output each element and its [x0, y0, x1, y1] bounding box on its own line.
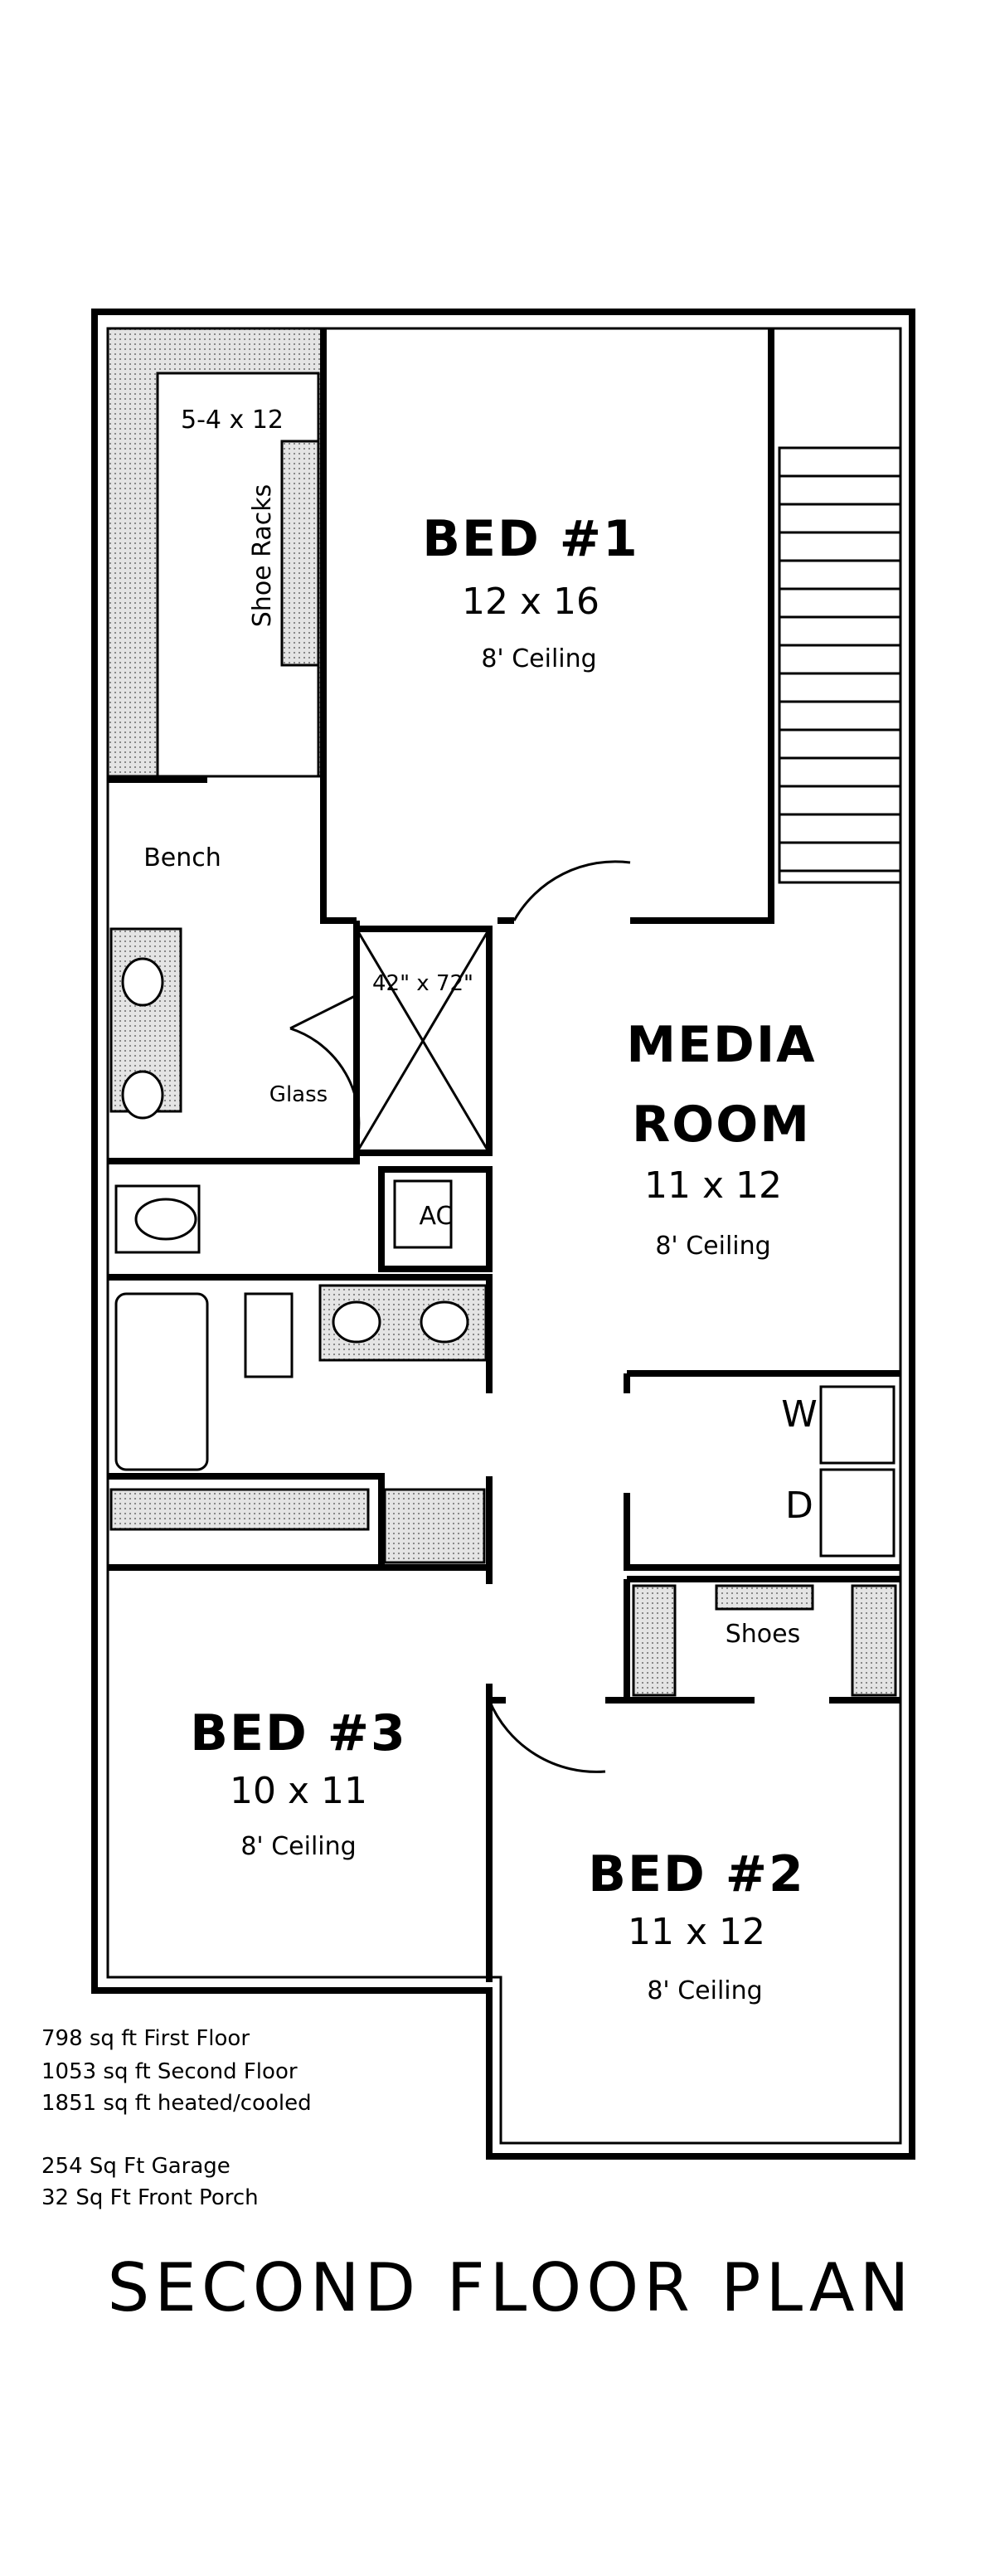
- closet-size: 5-4 x 12: [181, 406, 284, 435]
- bed3-ceiling: 8' Ceiling: [240, 1832, 356, 1861]
- exterior-walls: [91, 309, 915, 2160]
- bed1-size: 12 x 16: [462, 581, 599, 623]
- shoes-closet: Shoes: [624, 1576, 900, 1704]
- laundry: W D: [624, 1370, 900, 1571]
- shoe-racks-label: Shoe Racks: [248, 484, 277, 627]
- area-line: 1053 sq ft Second Floor: [41, 2059, 298, 2084]
- glass-label: Glass: [269, 1082, 328, 1107]
- bed3-size: 10 x 11: [230, 1770, 367, 1812]
- bed3-name: BED #3: [190, 1704, 406, 1762]
- media-name-2: ROOM: [632, 1096, 811, 1154]
- master-bath: Bench 42" x 72" Glass AC: [108, 776, 493, 1272]
- washer-label: W: [781, 1393, 818, 1436]
- hall-bath: [108, 1274, 493, 1571]
- stairs: [778, 446, 902, 884]
- walk-in-closet: 5-4 x 12 Shoe Racks: [106, 327, 325, 778]
- dryer-label: D: [785, 1485, 813, 1527]
- bed2-name: BED #2: [588, 1845, 804, 1903]
- media-name-1: MEDIA: [626, 1016, 816, 1074]
- bench-label: Bench: [143, 843, 221, 872]
- area-line: 32 Sq Ft Front Porch: [41, 2185, 259, 2210]
- shoes-label: Shoes: [726, 1620, 801, 1649]
- bedroom-2: BED #2 11 x 12 8' Ceiling: [488, 1697, 804, 2005]
- bed1-name: BED #1: [422, 510, 638, 568]
- media-size: 11 x 12: [644, 1164, 782, 1207]
- area-line: 798 sq ft First Floor: [41, 2026, 250, 2051]
- plan-title: SECOND FLOOR PLAN: [108, 2249, 915, 2326]
- shower-size: 42" x 72": [372, 971, 473, 996]
- bed1-ceiling: 8' Ceiling: [481, 644, 596, 673]
- media-room: MEDIA ROOM 11 x 12 8' Ceiling: [626, 1016, 816, 1261]
- bedroom-1: BED #1 12 x 16 8' Ceiling: [320, 328, 774, 924]
- area-line: 254 Sq Ft Garage: [41, 2154, 231, 2179]
- area-line: 1851 sq ft heated/cooled: [41, 2091, 312, 2116]
- ac-label: AC: [420, 1202, 454, 1231]
- bed2-size: 11 x 12: [628, 1911, 765, 1953]
- area-summary: 798 sq ft First Floor 1053 sq ft Second …: [41, 2026, 312, 2210]
- bed2-ceiling: 8' Ceiling: [647, 1976, 762, 2005]
- bedroom-3: BED #3 10 x 11 8' Ceiling: [108, 1564, 493, 1982]
- media-ceiling: 8' Ceiling: [655, 1232, 770, 1261]
